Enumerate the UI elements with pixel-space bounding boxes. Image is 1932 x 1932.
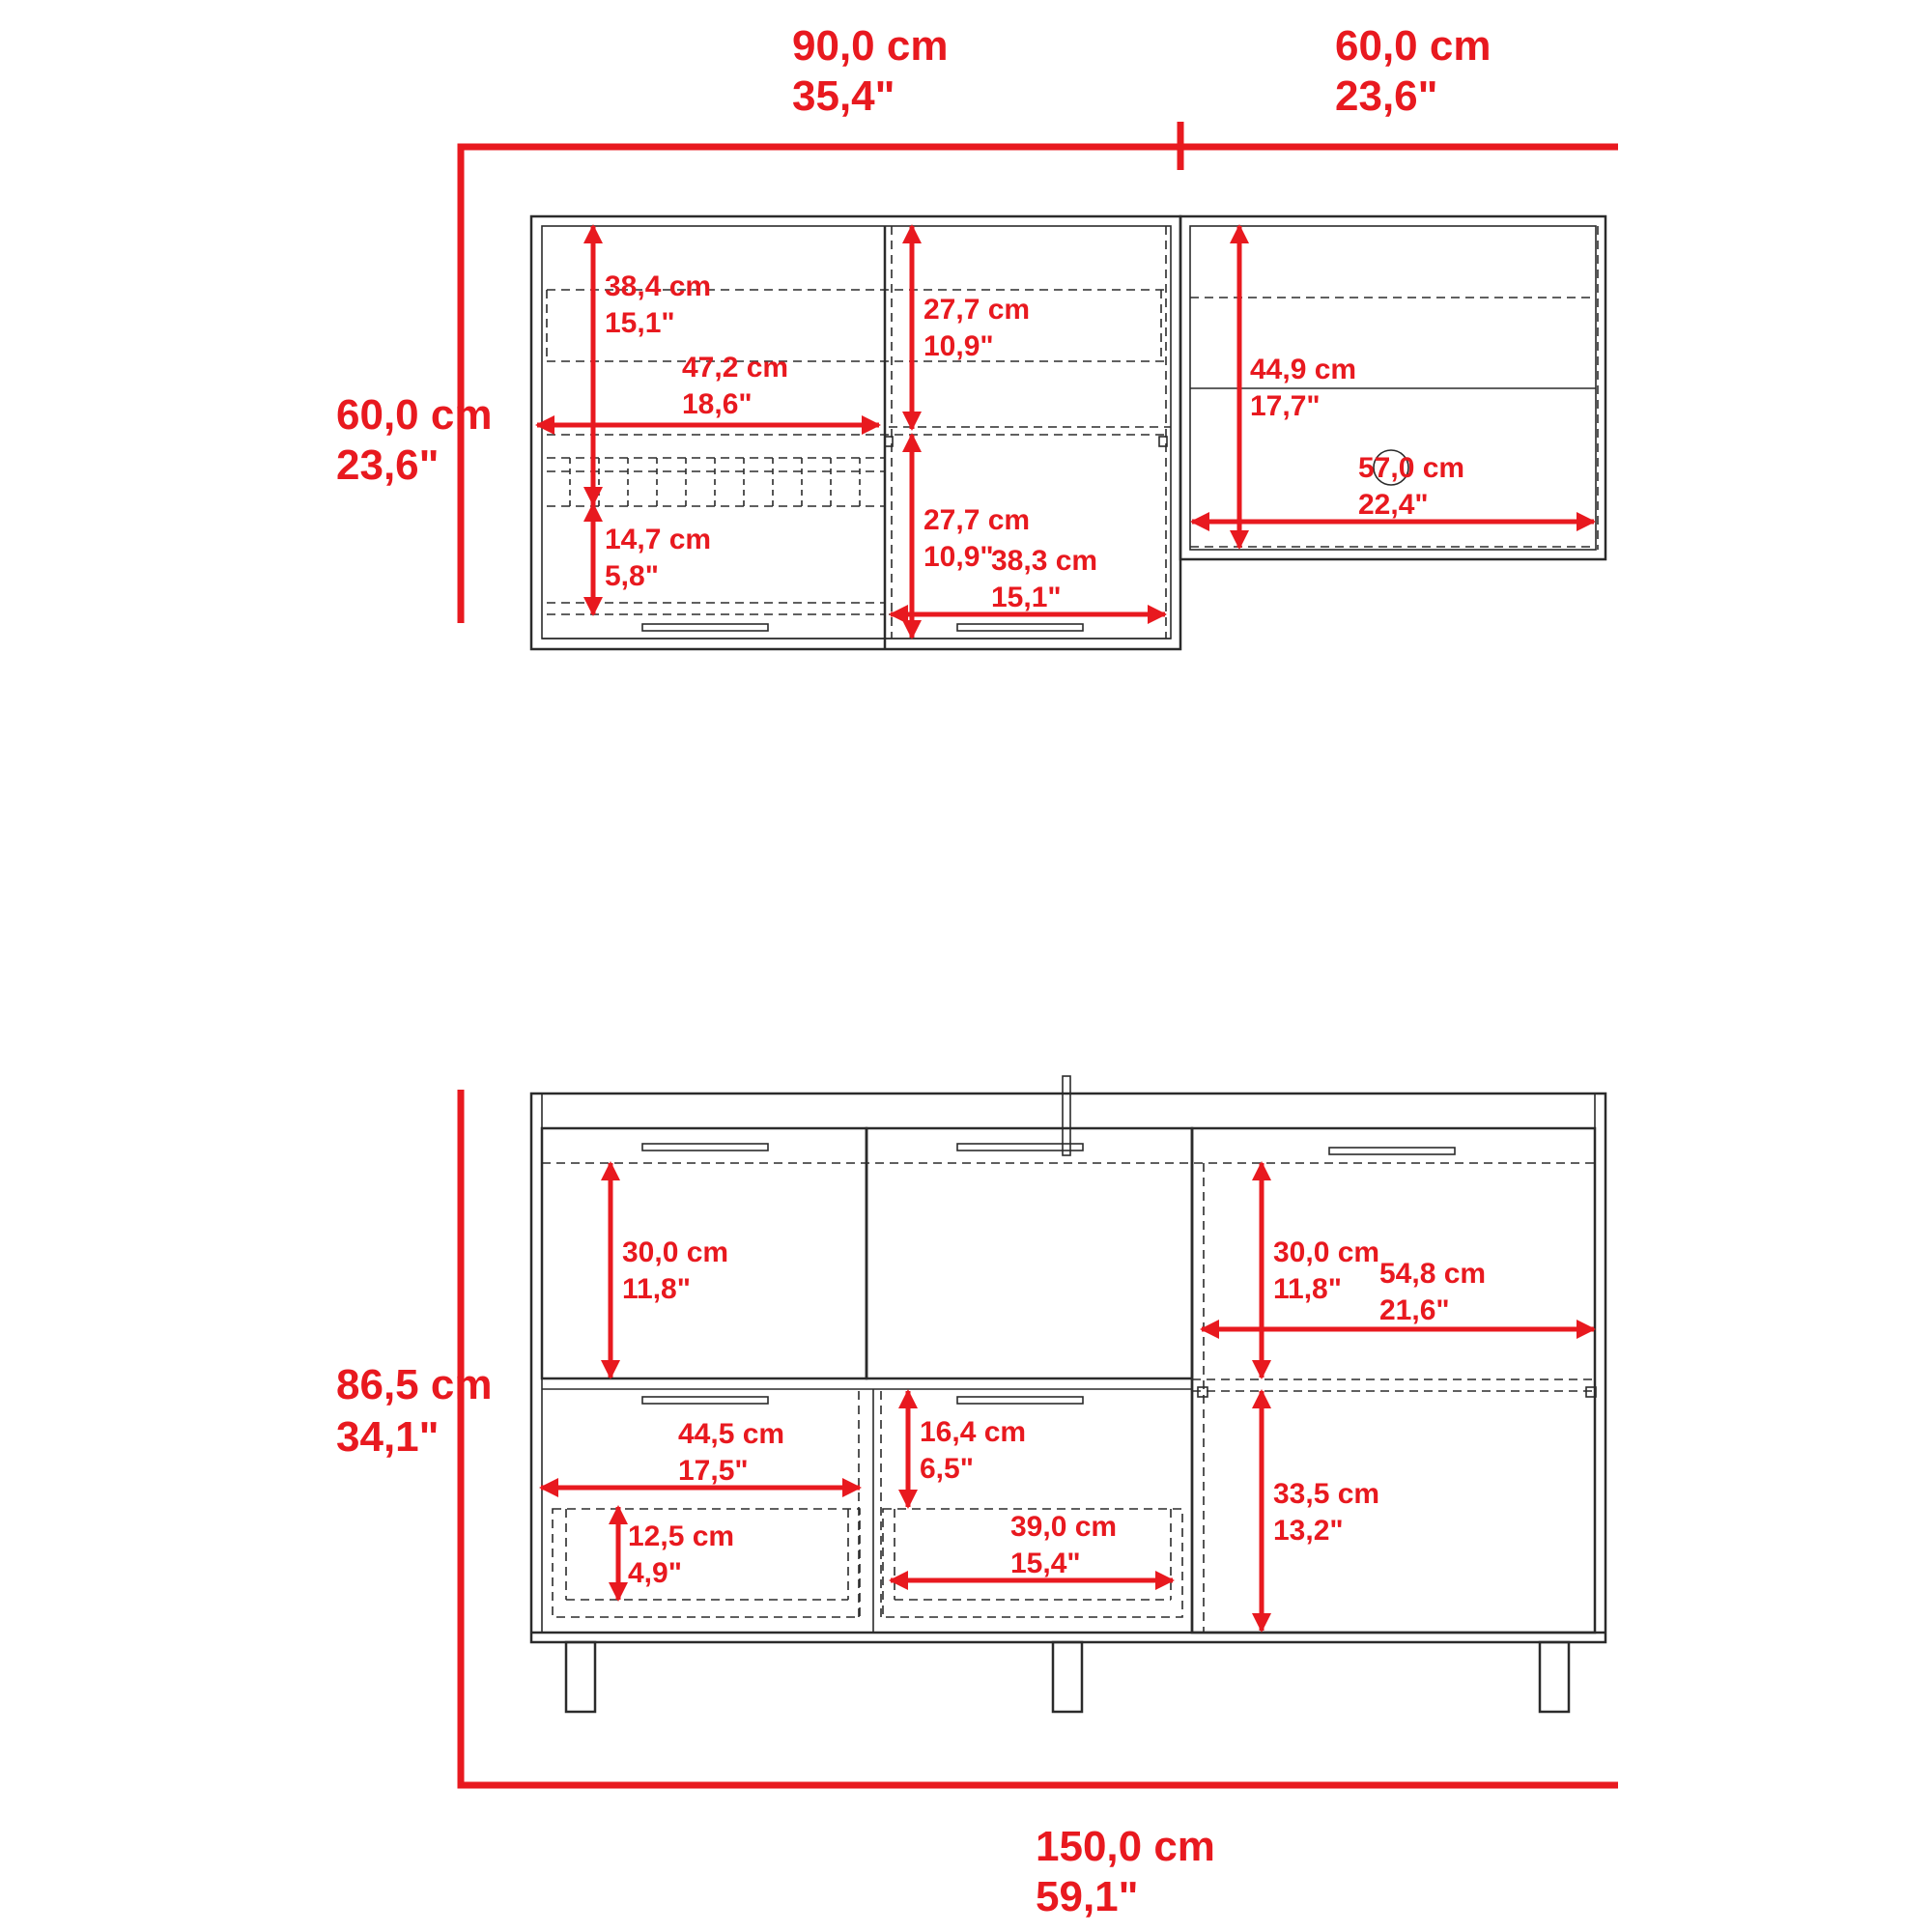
svg-text:21,6": 21,6" xyxy=(1379,1294,1450,1326)
svg-text:22,4": 22,4" xyxy=(1358,489,1429,521)
svg-text:57,0 cm: 57,0 cm xyxy=(1358,452,1464,484)
svg-text:15,1": 15,1" xyxy=(991,582,1062,613)
svg-text:5,8": 5,8" xyxy=(605,560,659,592)
top-dim-e: 27,7 cm 10,9" xyxy=(923,504,1030,573)
front-dim-b: 30,0 cm 11,8" xyxy=(1273,1236,1379,1305)
front-dim-g: 12,5 cm 4,9" xyxy=(628,1520,734,1589)
top-depth-label: 60,0 cm 23,6" xyxy=(336,391,492,489)
front-dim-e: 16,4 cm 6,5" xyxy=(920,1416,1026,1485)
svg-text:38,3 cm: 38,3 cm xyxy=(991,545,1097,577)
svg-text:60,0 cm: 60,0 cm xyxy=(336,391,492,439)
front-handle-3 xyxy=(1328,1147,1456,1155)
front-height-label: 86,5 cm 34,1" xyxy=(336,1361,492,1461)
front-leg-left xyxy=(564,1640,597,1714)
svg-text:27,7 cm: 27,7 cm xyxy=(923,294,1030,326)
top-detail-circle xyxy=(1373,449,1409,486)
svg-text:6,5": 6,5" xyxy=(920,1453,974,1485)
top-dim-h: 57,0 cm 22,4" xyxy=(1358,452,1464,521)
svg-text:13,2": 13,2" xyxy=(1273,1515,1344,1547)
front-leg-middle xyxy=(1051,1640,1084,1714)
top-handle-right xyxy=(956,623,1084,632)
front-handle-1 xyxy=(641,1143,769,1151)
front-width-label: 150,0 cm 59,1" 59,1" xyxy=(1036,1823,1215,1920)
top-rack-tines xyxy=(569,458,861,506)
svg-text:23,6": 23,6" xyxy=(336,441,440,489)
front-dim-h: 39,0 cm 15,4" xyxy=(1010,1511,1117,1579)
svg-text:12,5 cm: 12,5 cm xyxy=(628,1520,734,1552)
front-drawer-box-right xyxy=(882,1508,1183,1618)
top-dim-g: 44,9 cm 17,7" xyxy=(1250,354,1356,422)
front-dimension-line xyxy=(457,1090,1618,1789)
front-leg-right xyxy=(1538,1640,1571,1714)
svg-text:17,5": 17,5" xyxy=(678,1455,749,1487)
front-dim-d: 44,5 cm 17,5" xyxy=(678,1418,784,1487)
front-drawer-box-left xyxy=(552,1508,861,1618)
top-handle-left xyxy=(641,623,769,632)
front-dim-c: 54,8 cm 21,6" xyxy=(1379,1258,1486,1326)
svg-text:10,9": 10,9" xyxy=(923,330,994,362)
top-dim-a: 38,4 cm 15,1" xyxy=(605,270,711,339)
front-handle-4 xyxy=(641,1396,769,1405)
svg-text:60,0 cm: 60,0 cm xyxy=(1335,22,1491,70)
svg-text:23,6": 23,6" xyxy=(1335,72,1438,120)
svg-text:150,0 cm: 150,0 cm xyxy=(1036,1823,1215,1870)
svg-text:90,0 cm: 90,0 cm xyxy=(792,22,948,70)
top-view: 90,0 cm 35,4" 60,0 cm 23,6" 60,0 cm 23,6… xyxy=(336,22,1618,651)
svg-text:14,7 cm: 14,7 cm xyxy=(605,524,711,555)
svg-text:47,2 cm: 47,2 cm xyxy=(682,352,788,384)
front-handle-2 xyxy=(956,1143,1084,1151)
front-rod xyxy=(1062,1075,1071,1156)
svg-text:30,0 cm: 30,0 cm xyxy=(1273,1236,1379,1268)
front-dim-f: 33,5 cm 13,2" xyxy=(1273,1478,1379,1547)
svg-text:15,1": 15,1" xyxy=(605,307,675,339)
svg-text:38,4 cm: 38,4 cm xyxy=(605,270,711,302)
front-view: 86,5 cm 34,1" 150,0 cm 59,1" 59,1" 30,0 … xyxy=(336,1075,1618,1920)
svg-text:17,7": 17,7" xyxy=(1250,390,1321,422)
svg-text:59,1": 59,1" xyxy=(1036,1873,1139,1920)
svg-text:4,9": 4,9" xyxy=(628,1557,682,1589)
front-door-right xyxy=(1190,1126,1597,1634)
svg-text:54,8 cm: 54,8 cm xyxy=(1379,1258,1486,1290)
svg-text:33,5 cm: 33,5 cm xyxy=(1273,1478,1379,1510)
svg-text:86,5 cm: 86,5 cm xyxy=(336,1361,492,1408)
top-interior-dimensions xyxy=(535,224,1596,639)
top-width-right-label: 60,0 cm 23,6" xyxy=(1335,22,1491,120)
top-width-left-label: 90,0 cm 35,4" xyxy=(792,22,948,120)
top-width-line xyxy=(457,143,1618,623)
front-interior-dimensions xyxy=(539,1161,1596,1633)
front-dim-a: 30,0 cm 11,8" xyxy=(622,1236,728,1305)
top-dim-f: 38,3 cm 15,1" xyxy=(991,545,1097,613)
top-dim-b: 47,2 cm 18,6" xyxy=(682,352,788,420)
svg-text:15,4": 15,4" xyxy=(1010,1548,1081,1579)
svg-text:27,7 cm: 27,7 cm xyxy=(923,504,1030,536)
top-left-cabinet xyxy=(529,214,1182,651)
svg-text:30,0 cm: 30,0 cm xyxy=(622,1236,728,1268)
top-right-cabinet xyxy=(1179,214,1607,561)
top-dim-c: 14,7 cm 5,8" xyxy=(605,524,711,592)
svg-text:39,0 cm: 39,0 cm xyxy=(1010,1511,1117,1543)
svg-text:10,9": 10,9" xyxy=(923,541,994,573)
svg-text:34,1": 34,1" xyxy=(336,1413,440,1461)
svg-text:44,5 cm: 44,5 cm xyxy=(678,1418,784,1450)
svg-text:11,8": 11,8" xyxy=(1273,1273,1342,1305)
svg-text:35,4": 35,4" xyxy=(792,72,895,120)
front-handle-5 xyxy=(956,1396,1084,1405)
front-flap-middle xyxy=(865,1126,1194,1380)
svg-text:11,8": 11,8" xyxy=(622,1273,691,1305)
svg-text:18,6": 18,6" xyxy=(682,388,753,420)
svg-text:16,4 cm: 16,4 cm xyxy=(920,1416,1026,1448)
svg-text:44,9 cm: 44,9 cm xyxy=(1250,354,1356,385)
front-cabinet xyxy=(529,1075,1607,1714)
top-dim-d: 27,7 cm 10,9" xyxy=(923,294,1030,362)
